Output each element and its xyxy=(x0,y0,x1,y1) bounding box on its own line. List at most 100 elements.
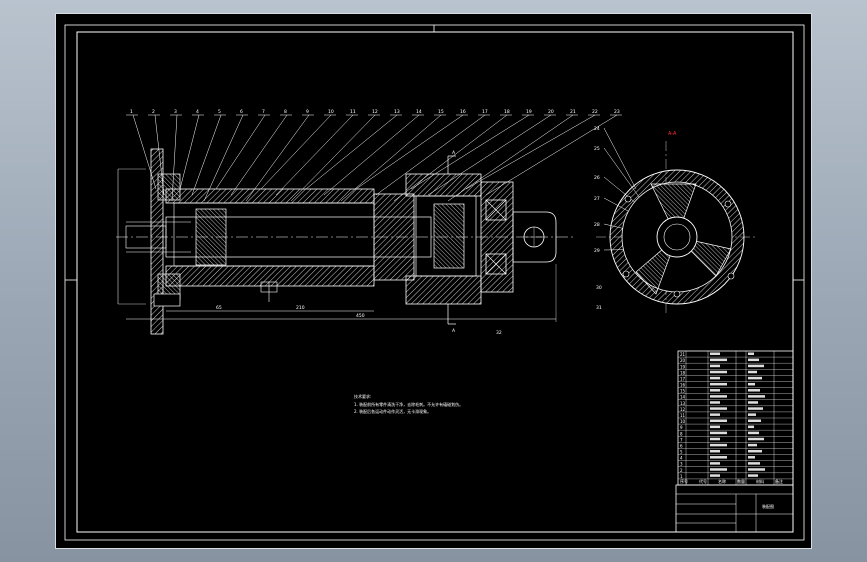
bom-row-number: 1 xyxy=(680,474,683,479)
part-balloon[interactable]: 7 xyxy=(262,109,265,115)
part-balloon[interactable]: 23 xyxy=(614,109,620,115)
leader-line xyxy=(230,114,288,196)
bom-cell-text xyxy=(748,352,754,355)
part-balloon[interactable]: 8 xyxy=(284,109,287,115)
section-aa-view: A-A xyxy=(596,131,756,314)
part-balloon[interactable]: 21 xyxy=(570,109,576,115)
bom-cell-text xyxy=(710,352,720,355)
notes-heading: 技术要求: xyxy=(354,393,371,399)
notes-line-2: 2. 装配后各运动件动作灵活，无卡滞现象。 xyxy=(354,408,431,414)
bom-cell-text xyxy=(748,474,758,477)
part-balloon[interactable]: 13 xyxy=(394,109,400,115)
part-balloon[interactable]: 11 xyxy=(350,109,356,115)
bom-cell-text xyxy=(748,456,755,459)
bom-row-number: 11 xyxy=(680,413,686,418)
dim-65: 65 xyxy=(216,305,222,311)
part-balloon-right[interactable]: 24 xyxy=(594,126,600,132)
bom-row-number: 3 xyxy=(680,462,683,467)
leader-line xyxy=(154,114,165,196)
bom-cell-text xyxy=(748,431,759,435)
section-mark-top: A xyxy=(452,150,456,156)
part-balloon[interactable]: 18 xyxy=(504,109,510,115)
part-balloon-lower[interactable]: 32 xyxy=(496,330,502,336)
bom-cell-text xyxy=(748,382,755,386)
leader-line xyxy=(179,114,200,190)
part-balloon[interactable]: 22 xyxy=(592,109,598,115)
part-balloon-lower[interactable]: 30 xyxy=(596,285,602,291)
leader-line xyxy=(203,114,244,202)
bom-cell-text xyxy=(710,401,720,404)
bom-cell-text xyxy=(710,389,720,392)
bom-footer-label: 备注 xyxy=(775,478,783,484)
part-balloon[interactable]: 10 xyxy=(328,109,334,115)
part-balloon[interactable]: 6 xyxy=(240,109,243,115)
bom-row-number: 10 xyxy=(680,419,686,424)
title-block-title: 装配图 xyxy=(762,503,774,509)
part-balloon-right[interactable]: 26 xyxy=(594,175,600,181)
outer-frame xyxy=(64,24,805,541)
bom-footer-label: 序号 xyxy=(680,478,688,484)
parts-list-table: 212019181716151413121110987654321序号代号名称数… xyxy=(677,350,794,486)
inner-frame xyxy=(76,31,794,533)
bom-cell-text xyxy=(710,358,727,362)
bom-cell-text xyxy=(710,443,727,447)
bom-cell-text xyxy=(748,358,759,362)
part-balloon[interactable]: 3 xyxy=(174,109,177,115)
bom-cell-text xyxy=(748,364,764,368)
leader-line xyxy=(305,114,398,190)
leader-line xyxy=(245,114,310,202)
bom-cell-text xyxy=(748,425,754,429)
part-balloon-right[interactable]: 25 xyxy=(594,146,600,152)
bom-cell-text xyxy=(748,395,765,398)
bom-row-number: 7 xyxy=(680,437,683,442)
part-balloon[interactable]: 16 xyxy=(460,109,466,115)
part-balloon[interactable]: 14 xyxy=(416,109,422,115)
bom-cell-text xyxy=(710,370,727,374)
leader-line xyxy=(410,114,530,190)
dim-210: 210 xyxy=(296,305,305,311)
bom-cell-text xyxy=(710,364,720,368)
part-balloon[interactable]: 17 xyxy=(482,109,488,115)
bom-cell-text xyxy=(748,468,765,471)
part-balloon-right[interactable]: 29 xyxy=(594,248,600,254)
part-balloon[interactable]: 5 xyxy=(218,109,221,115)
main-section-view: A A 65 210 450 xyxy=(116,148,576,335)
bom-row-number: 14 xyxy=(680,395,686,400)
leader-line xyxy=(323,114,420,196)
bom-footer-label: 数量 xyxy=(737,478,745,484)
part-balloon-right[interactable]: 28 xyxy=(594,222,600,228)
leader-line xyxy=(191,114,222,196)
part-balloon-right[interactable]: 27 xyxy=(594,196,600,202)
part-balloon[interactable]: 19 xyxy=(526,109,532,115)
part-balloon[interactable]: 9 xyxy=(306,109,309,115)
leader-line xyxy=(215,114,266,190)
part-balloon[interactable]: 4 xyxy=(196,109,199,115)
bom-footer-label: 名称 xyxy=(718,478,726,484)
part-balloon[interactable]: 20 xyxy=(548,109,554,115)
part-balloon[interactable]: 1 xyxy=(130,109,133,115)
bom-cell-text xyxy=(710,413,720,416)
leader-line xyxy=(355,114,464,190)
leader-line xyxy=(171,114,178,202)
bom-cell-text xyxy=(710,449,720,453)
part-balloon[interactable]: 15 xyxy=(438,109,444,115)
leader-line xyxy=(485,114,618,196)
leader-line xyxy=(427,114,552,196)
bom-row-number: 9 xyxy=(680,425,683,430)
bom-row-number: 5 xyxy=(680,450,683,455)
section-mark-bottom: A xyxy=(452,328,456,334)
bom-cell-text xyxy=(710,431,727,435)
leader-line xyxy=(260,114,332,190)
bom-cell-text xyxy=(710,376,720,380)
part-balloon[interactable]: 12 xyxy=(372,109,378,115)
bom-cell-text xyxy=(710,425,720,429)
part-balloon[interactable]: 2 xyxy=(152,109,155,115)
notes-line-1: 1. 装配前所有零件清洗干净，去除毛刺。不允许有磕碰划伤。 xyxy=(354,401,463,407)
leader-line xyxy=(603,127,637,190)
leader-line xyxy=(132,114,157,190)
bom-row-number: 13 xyxy=(680,401,686,406)
part-balloon-lower[interactable]: 31 xyxy=(596,305,602,311)
bom-row-number: 12 xyxy=(680,407,686,412)
